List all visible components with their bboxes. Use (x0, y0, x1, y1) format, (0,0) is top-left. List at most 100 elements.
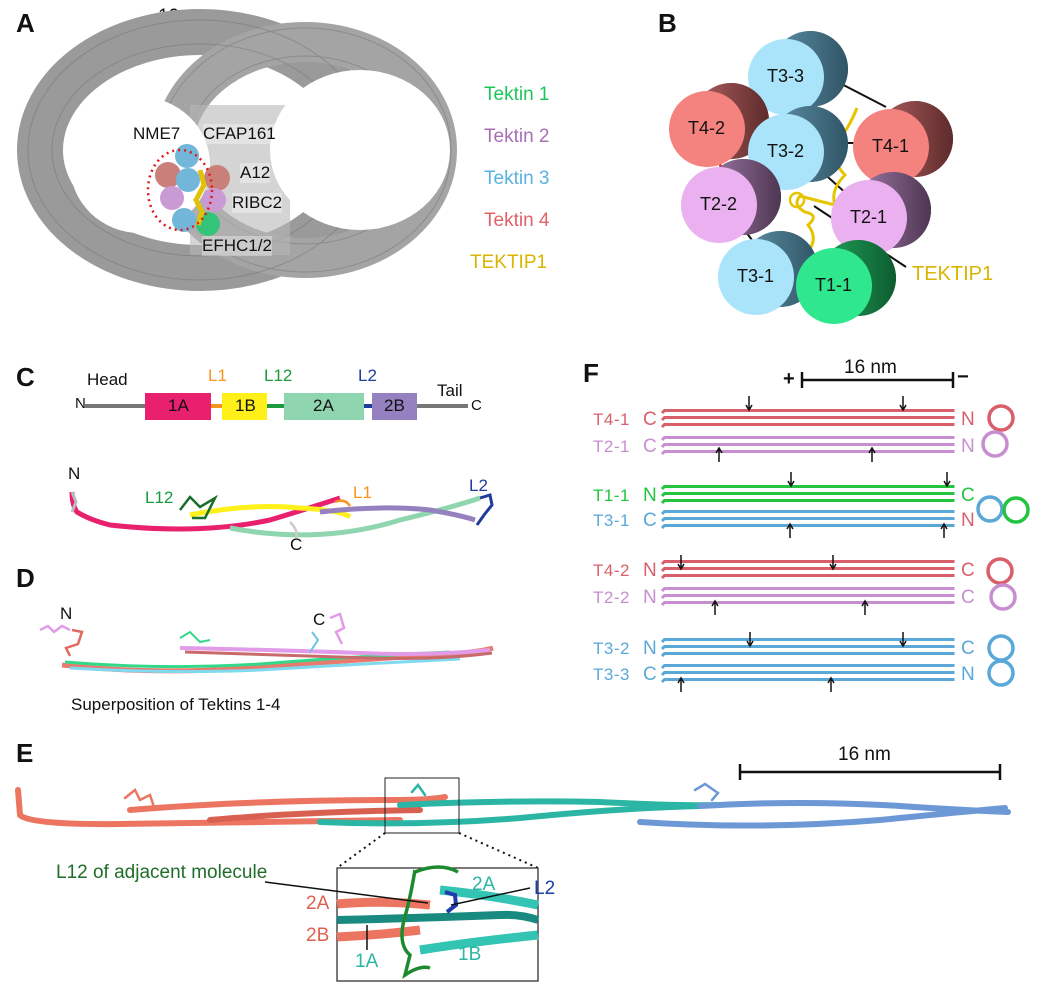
tektin-bundle-density (146, 144, 230, 236)
model-l12-label: L12 (145, 488, 174, 507)
arrow-head (829, 563, 837, 571)
row-name-t4-1: T4-1 (593, 410, 630, 429)
panel-e-scale-label: 16 nm (838, 744, 891, 765)
panel-letter-f: F (583, 358, 599, 388)
domain-tail-label: Tail (437, 381, 463, 400)
filament-strand-t2-1 (660, 450, 955, 456)
filament-model (15, 782, 1011, 829)
arrow-head (677, 676, 685, 684)
linker-l12-label: L12 (264, 366, 293, 385)
row-right-terminus-t2-2: C (961, 587, 975, 608)
filament-strand-t1-1 (660, 499, 955, 505)
domain-2b-label: 2B (384, 396, 405, 415)
panel-letter-b: B (658, 8, 677, 38)
panel-e-scale-bar (738, 764, 1002, 780)
row-left-terminus-t1-1: N (643, 485, 657, 506)
arrow-head (786, 522, 794, 530)
zoom-guide-right (458, 832, 539, 869)
inset-1b-label: 1B (458, 944, 482, 965)
arrow-head (899, 640, 907, 648)
superposition-caption: Superposition of Tektins 1-4 (71, 695, 281, 714)
inset-l12-callout: L12 of adjacent molecule (56, 862, 268, 883)
row-name-t3-3: T3-3 (593, 665, 630, 684)
inset-left-2b-label: 2B (306, 925, 330, 946)
minus-end-label: − (957, 366, 969, 388)
l2-callout-line (450, 887, 531, 906)
row-right-terminus-t4-2: C (961, 560, 975, 581)
inset-1a-label: 1A (355, 951, 379, 972)
row-left-terminus-t2-1: C (643, 436, 657, 457)
panel-letter-c: C (16, 362, 35, 392)
cylinder-t4-1 (853, 109, 929, 185)
row-name-t2-2: T2-2 (593, 588, 630, 607)
l12-callout-line (264, 881, 429, 904)
legend-tektin-2: Tektin 2 (484, 126, 550, 147)
row-right-terminus-t4-1: N (961, 409, 975, 430)
cross-section-ring (986, 557, 1014, 585)
arrow-head (787, 480, 795, 488)
filament-strand-t3-1 (660, 517, 955, 523)
domain-2a-box (284, 393, 364, 420)
linker-l1-label: L1 (208, 366, 227, 385)
legend-tektip1: TEKTIP1 (470, 252, 548, 273)
filament-strand-t4-1 (660, 409, 955, 415)
filament-strand-t1-1 (660, 485, 955, 491)
b-tubule-lumen (270, 70, 450, 230)
inset-right-2a-label: 2A (472, 874, 496, 895)
row-left-terminus-t4-2: N (643, 560, 657, 581)
row-left-terminus-t3-3: C (643, 664, 657, 685)
row-name-t2-1: T2-1 (593, 437, 630, 456)
filament-strand-t4-1 (660, 416, 955, 422)
filament-strand-t4-2 (660, 560, 955, 566)
cylinder-label-t4-2: T4-2 (688, 118, 726, 138)
filament-strand-t1-1 (660, 492, 955, 498)
model-l2-label: L2 (469, 476, 488, 495)
panel-f-scale-bar (800, 372, 955, 388)
cylinder-t4-2 (669, 91, 745, 167)
cylinder-label-t3-3: T3-3 (767, 66, 805, 86)
cylinder-t3-1 (718, 239, 794, 315)
filament-strand-t2-2 (660, 601, 955, 607)
superposition-c-label: C (313, 610, 326, 629)
cylinder-t2-1 (831, 180, 907, 256)
arrow-head (677, 563, 685, 571)
arrow-head (827, 676, 835, 684)
legend-tektin-4: Tektin 4 (484, 210, 550, 231)
domain-2b-box (372, 393, 417, 420)
filament-strand-t3-2 (660, 645, 955, 651)
cross-section-ring (987, 404, 1015, 432)
filament-strand-t3-2 (660, 638, 955, 644)
filament-strand-t3-1 (660, 524, 955, 530)
row-right-terminus-t3-3: N (961, 664, 975, 685)
arrow-head (861, 599, 869, 607)
domain-1a-box (145, 393, 211, 420)
arrow-head (711, 599, 719, 607)
filament-strand-t4-2 (660, 567, 955, 573)
arrow-head (940, 522, 948, 530)
plus-end-label: + (783, 368, 795, 390)
row-right-terminus-t3-1: N (961, 510, 975, 531)
filament-strand-t2-1 (660, 443, 955, 449)
arrow-head (746, 640, 754, 648)
cylinder-label-t4-1: T4-1 (872, 136, 910, 156)
inset-panel (336, 865, 540, 982)
row-right-terminus-t2-1: N (961, 436, 975, 457)
arrow-head (943, 480, 951, 488)
cylinder-label-t3-2: T3-2 (767, 141, 805, 161)
row-left-terminus-t4-1: C (643, 409, 657, 430)
cylinder-label-t2-2: T2-2 (700, 194, 738, 214)
panel-letter-e: E (16, 738, 34, 768)
row-name-t3-1: T3-1 (593, 511, 630, 530)
tektip1-pointer-label: TEKTIP1 (912, 263, 994, 285)
row-left-terminus-t3-1: C (643, 510, 657, 531)
panel-letter-a: A (16, 8, 35, 38)
filament-strand-t3-1 (660, 510, 955, 516)
row-name-t4-2: T4-2 (593, 561, 630, 580)
domain-head-label: Head (87, 370, 128, 389)
label-efhc1-2: EFHC1/2 (202, 236, 272, 256)
arrow-head (899, 404, 907, 412)
row-right-terminus-t1-1: C (961, 485, 975, 506)
label-cfap161: CFAP161 (203, 124, 276, 144)
cylinder-t2-2 (681, 167, 757, 243)
